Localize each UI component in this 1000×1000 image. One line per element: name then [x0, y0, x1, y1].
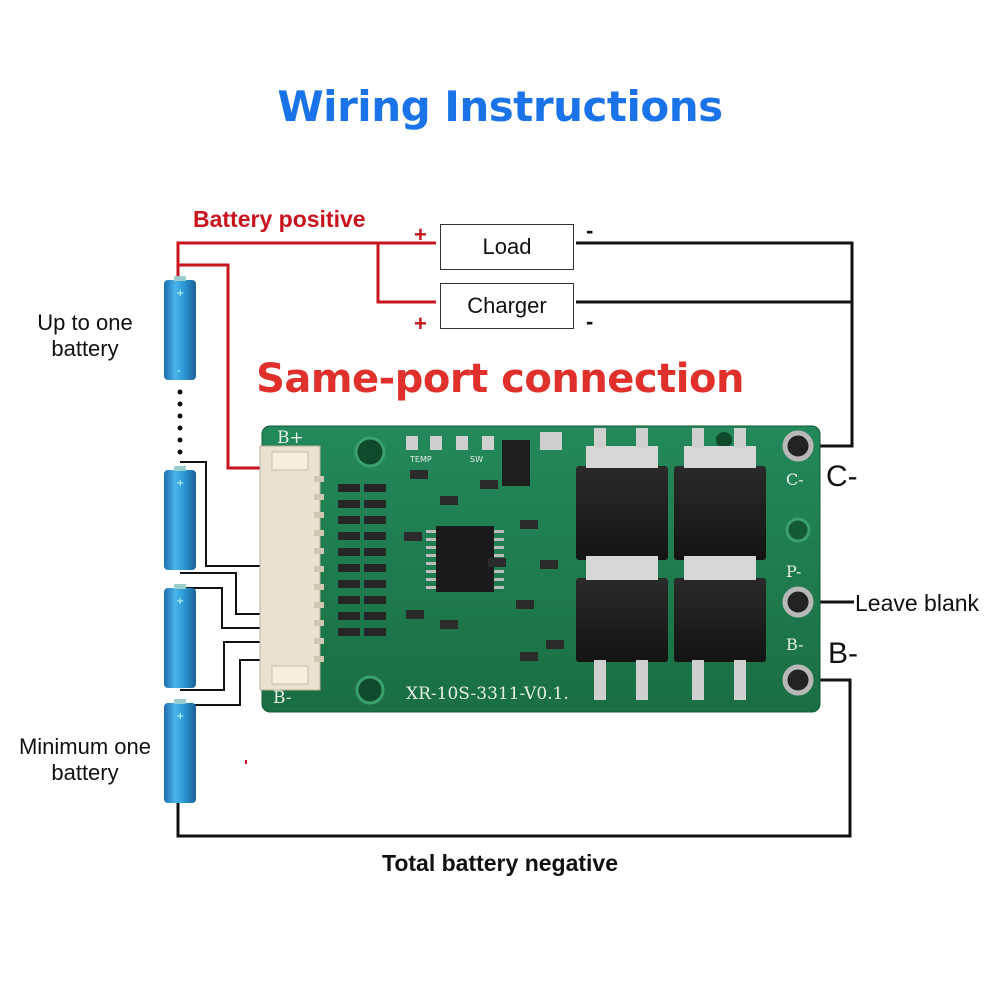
- negative-wires: [176, 241, 854, 838]
- battery-cell-2: +: [164, 466, 196, 570]
- silk-b-plus: B+: [277, 428, 304, 448]
- silk-sw: SW: [470, 455, 483, 464]
- battery-positive-label: Battery positive: [193, 206, 366, 232]
- positive-wires: [176, 241, 436, 470]
- subtitle: Same-port connection: [256, 356, 744, 402]
- ellipsis-dots: [177, 389, 183, 455]
- battery-cell-1: + -: [164, 276, 196, 380]
- silk-c-minus: C-: [786, 470, 804, 489]
- load-box: Load: [440, 224, 574, 270]
- charger-plus-sign: +: [414, 311, 427, 336]
- svg-text:+: +: [176, 288, 184, 299]
- charger-minus-sign: -: [586, 309, 594, 334]
- silk-model: XR-10S-3311-V0.1.: [406, 684, 569, 704]
- c-minus-label: C-: [826, 460, 858, 493]
- silk-temp: TEMP: [410, 455, 432, 464]
- balance-wires: [180, 461, 262, 764]
- battery-cell-3: +: [164, 584, 196, 688]
- leave-blank-label: Leave blank: [855, 590, 980, 616]
- load-plus-sign: +: [414, 222, 427, 247]
- b-minus-label: B-: [828, 637, 858, 670]
- svg-text:-: -: [177, 366, 181, 377]
- charger-box: Charger: [440, 283, 574, 329]
- minimum-one-battery-label: Minimum one battery: [18, 734, 152, 785]
- svg-text:+: +: [176, 478, 184, 489]
- up-to-one-battery-label: Up to one battery: [37, 310, 133, 361]
- page-title: Wiring Instructions: [277, 82, 723, 131]
- silk-b-minus-right: B-: [786, 635, 804, 654]
- mosfet-group: [576, 428, 766, 700]
- battery-cell-4: +: [164, 699, 196, 803]
- load-minus-sign: -: [586, 218, 594, 243]
- bms-board: [259, 425, 821, 713]
- silk-p-minus: P-: [786, 562, 802, 581]
- svg-text:+: +: [176, 711, 184, 722]
- svg-text:+: +: [176, 596, 184, 607]
- silk-b-minus-left: B-: [273, 688, 292, 708]
- total-battery-negative-label: Total battery negative: [381, 850, 619, 876]
